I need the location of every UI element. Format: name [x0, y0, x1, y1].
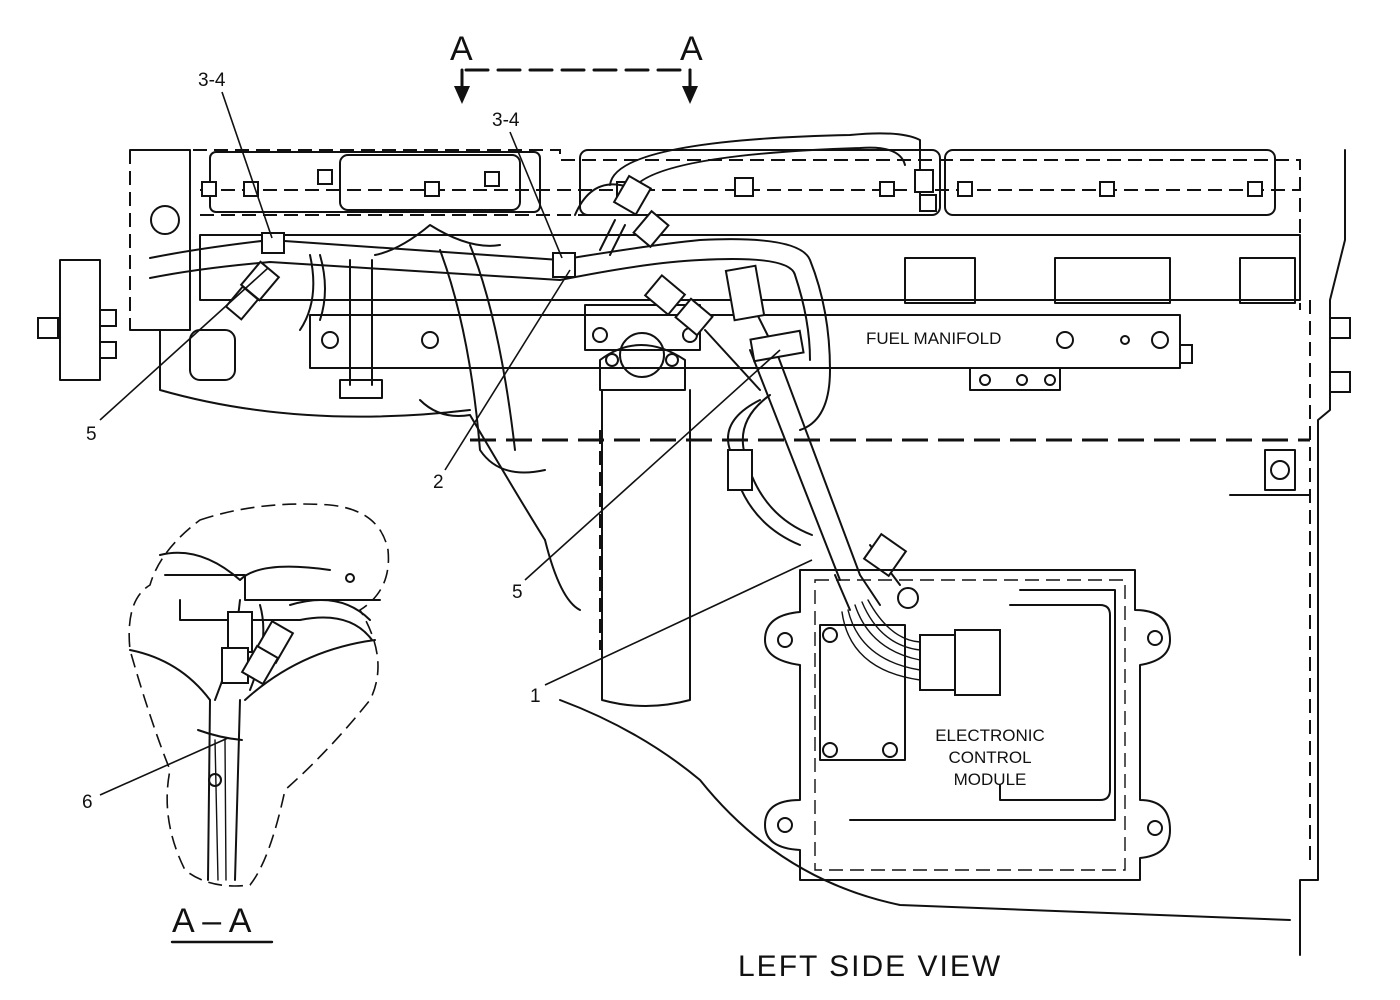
valve-covers — [199, 149, 1301, 304]
wiring-harness — [149, 174, 919, 611]
section-arrow-left-icon — [454, 86, 470, 104]
fuel-filter — [584, 304, 701, 707]
callout-6: 6 — [82, 792, 93, 813]
callout-5-center: 5 — [512, 582, 523, 603]
callout-1: 1 — [530, 686, 541, 707]
view-title: LEFT SIDE VIEW — [738, 950, 1002, 983]
section-cut-line: A A — [450, 30, 703, 104]
callout-5-left: 5 — [86, 424, 97, 445]
fuel-manifold: FUEL MANIFOLD — [309, 314, 1193, 391]
engine-block-outline — [129, 149, 1346, 956]
callout-numbers: 3-4 3-4 5 2 5 1 6 — [82, 70, 541, 813]
section-marker-right: A — [680, 30, 703, 68]
ecm-label-line1: ELECTRONIC — [935, 726, 1045, 745]
callout-2: 2 — [433, 472, 444, 493]
callout-3-4-left: 3-4 — [198, 70, 226, 91]
callout-leaders — [99, 91, 813, 796]
section-a-a-inset — [128, 503, 390, 887]
ecm-label-line3: MODULE — [954, 770, 1027, 789]
fuel-manifold-label: FUEL MANIFOLD — [866, 329, 1001, 348]
ecm-label-line2: CONTROL — [948, 748, 1031, 767]
deck-bolts — [201, 169, 1263, 197]
electronic-control-module: ELECTRONIC CONTROL MODULE — [764, 569, 1171, 881]
callout-3-4-center: 3-4 — [492, 110, 520, 131]
section-marker-left: A — [450, 30, 473, 68]
section-view-title: A – A — [172, 902, 252, 940]
front-cover — [37, 149, 471, 418]
section-arrow-right-icon — [682, 86, 698, 104]
lower-block — [419, 317, 1351, 921]
